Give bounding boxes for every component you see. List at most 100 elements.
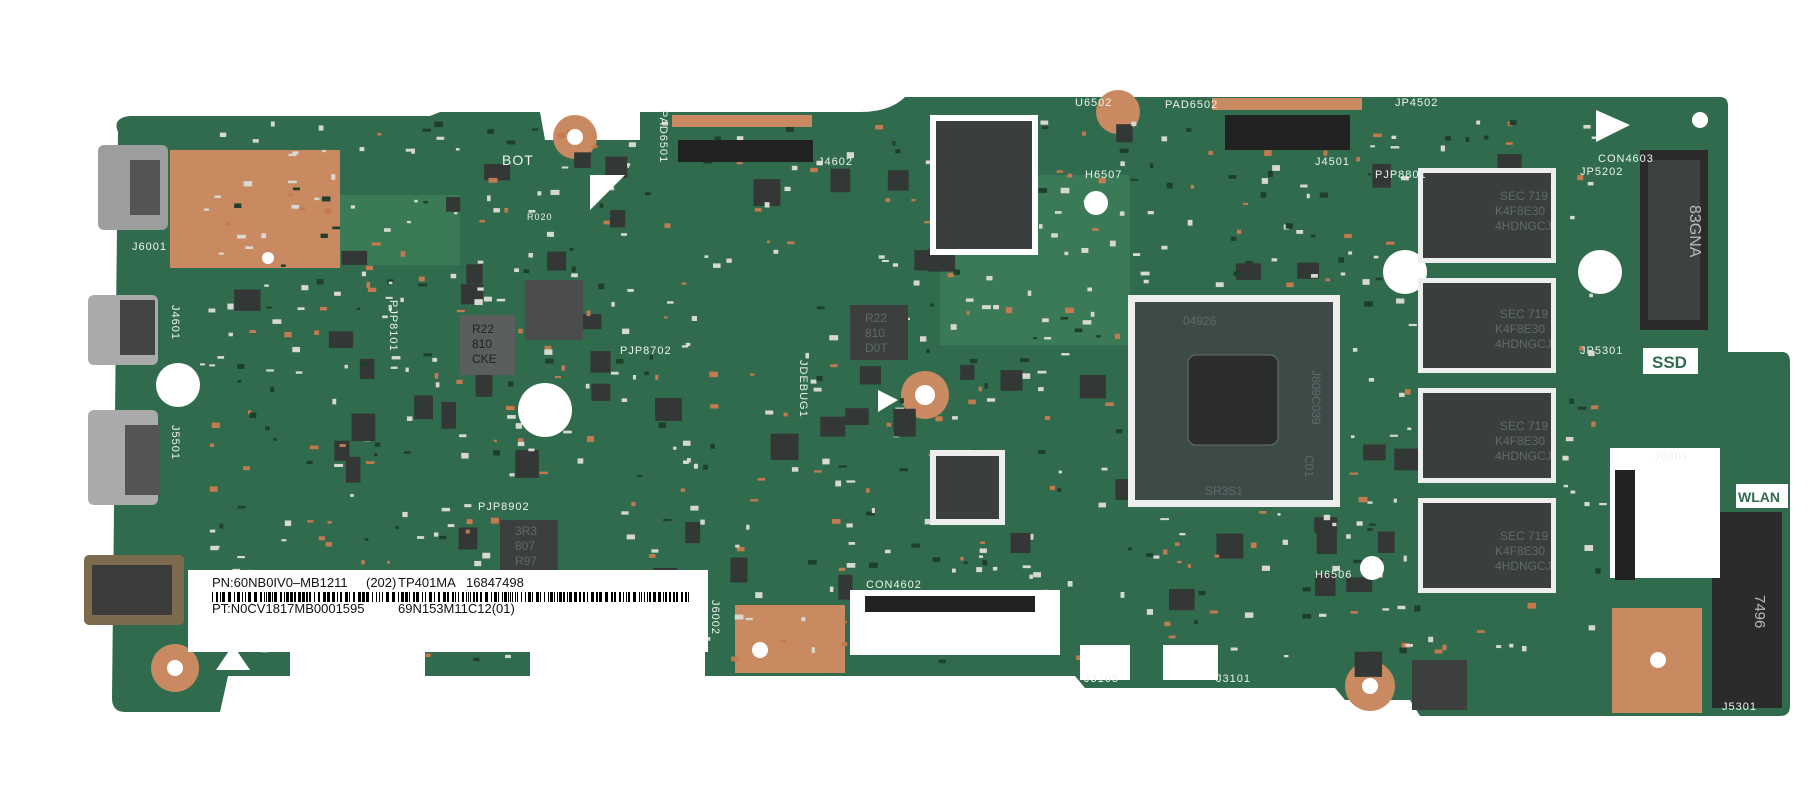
smd-component bbox=[1143, 279, 1149, 284]
smd-component bbox=[685, 342, 691, 346]
fpc-connector[interactable] bbox=[865, 596, 1035, 612]
smd-component bbox=[1064, 251, 1069, 256]
wlan-m2-connector[interactable]: 7496 bbox=[1712, 512, 1782, 708]
smd-component bbox=[673, 446, 677, 450]
barcode-bar bbox=[599, 592, 602, 602]
smd-component bbox=[1565, 437, 1574, 442]
smd-component bbox=[434, 121, 443, 127]
smd-component bbox=[1375, 277, 1382, 281]
smd-component bbox=[938, 659, 946, 664]
smd-component bbox=[1521, 645, 1527, 652]
smd-component bbox=[493, 439, 497, 442]
smd-component bbox=[227, 303, 234, 310]
smd-component bbox=[1061, 353, 1070, 356]
smd-component bbox=[1584, 545, 1594, 551]
barcode-bar bbox=[665, 592, 667, 602]
smd-component bbox=[1114, 333, 1120, 340]
smd-component bbox=[746, 524, 750, 530]
smd-component bbox=[405, 148, 414, 152]
smd-component bbox=[808, 560, 817, 565]
barcode-bar bbox=[502, 592, 503, 602]
fpc-connector[interactable] bbox=[678, 140, 813, 162]
smd-component bbox=[841, 642, 848, 647]
smd-component bbox=[390, 366, 398, 369]
smd-component bbox=[528, 209, 536, 213]
barcode-bar bbox=[623, 592, 624, 602]
smd-component bbox=[1272, 165, 1280, 171]
silk-jp5202: JP5202 bbox=[1580, 166, 1623, 178]
smd-component bbox=[755, 592, 763, 599]
smd-component bbox=[1215, 282, 1224, 288]
smd-component bbox=[490, 517, 499, 524]
smd-component bbox=[1354, 651, 1383, 677]
ssd-m2-connector[interactable]: 83GNA bbox=[1640, 150, 1708, 330]
barcode-bar bbox=[658, 592, 661, 602]
barcode-bar bbox=[264, 592, 265, 602]
silk-jp5301: JP5301 bbox=[1580, 345, 1623, 357]
smd-component bbox=[1261, 178, 1268, 184]
smd-component bbox=[322, 149, 326, 153]
barcode-bar bbox=[234, 592, 235, 602]
smd-component bbox=[1120, 591, 1125, 598]
smd-component bbox=[395, 525, 399, 529]
smd-component bbox=[295, 371, 303, 374]
smd-component bbox=[415, 401, 420, 405]
smd-component bbox=[1116, 124, 1133, 143]
ssd-label-box bbox=[1643, 348, 1698, 374]
smd-component bbox=[585, 383, 590, 389]
smd-component bbox=[805, 352, 810, 359]
smd-component bbox=[1370, 145, 1376, 148]
smd-component bbox=[919, 336, 927, 342]
smd-component bbox=[385, 296, 393, 299]
smd-component bbox=[753, 179, 781, 206]
smd-component bbox=[1367, 173, 1372, 176]
smd-component bbox=[1140, 271, 1150, 276]
smd-component bbox=[1244, 612, 1254, 618]
smd-component bbox=[234, 289, 261, 311]
smd-component bbox=[686, 458, 691, 463]
smd-component bbox=[272, 319, 282, 324]
smd-component bbox=[846, 152, 854, 159]
smd-component bbox=[459, 434, 467, 438]
barcode-bar bbox=[349, 592, 350, 602]
smd-component bbox=[941, 263, 946, 267]
smd-component bbox=[508, 381, 514, 387]
svg-text:4HDNGCJ: 4HDNGCJ bbox=[1495, 337, 1552, 351]
barcode-bar bbox=[508, 592, 509, 602]
silk-pjp8101: PJP8101 bbox=[387, 300, 399, 352]
silk-pjp8702: PJP8702 bbox=[620, 345, 672, 357]
smd-component bbox=[1362, 279, 1370, 285]
smd-component bbox=[1373, 255, 1379, 259]
smd-component bbox=[1397, 605, 1406, 610]
smd-component bbox=[978, 386, 982, 392]
barcode-bar bbox=[290, 592, 293, 602]
smd-component bbox=[770, 433, 799, 461]
smd-component bbox=[801, 617, 806, 622]
fpc-connector[interactable] bbox=[1225, 115, 1350, 150]
smd-component bbox=[1407, 427, 1412, 431]
smd-component bbox=[813, 470, 822, 473]
smd-component bbox=[1434, 649, 1443, 654]
fpc-connector[interactable] bbox=[1615, 470, 1635, 580]
smd-component bbox=[351, 413, 376, 442]
smd-component bbox=[374, 452, 378, 457]
barcode-bar bbox=[476, 592, 478, 602]
smd-component bbox=[884, 549, 891, 554]
smd-component bbox=[435, 382, 440, 388]
smd-component bbox=[810, 379, 817, 384]
audio-jack bbox=[84, 555, 184, 625]
svg-text:TP401MA: TP401MA bbox=[398, 575, 456, 590]
smd-component bbox=[1405, 644, 1413, 647]
smd-component bbox=[952, 416, 958, 420]
smd-component bbox=[1587, 181, 1594, 186]
barcode-bar bbox=[434, 592, 435, 602]
smd-component bbox=[966, 311, 970, 315]
silk-u6502: U6502 bbox=[1075, 97, 1112, 109]
smd-component bbox=[1164, 621, 1171, 627]
barcode-bar bbox=[504, 592, 507, 602]
smd-component bbox=[787, 241, 795, 245]
barcode-bar bbox=[466, 592, 467, 602]
smd-component bbox=[1038, 449, 1046, 455]
smd-component bbox=[1027, 290, 1032, 296]
